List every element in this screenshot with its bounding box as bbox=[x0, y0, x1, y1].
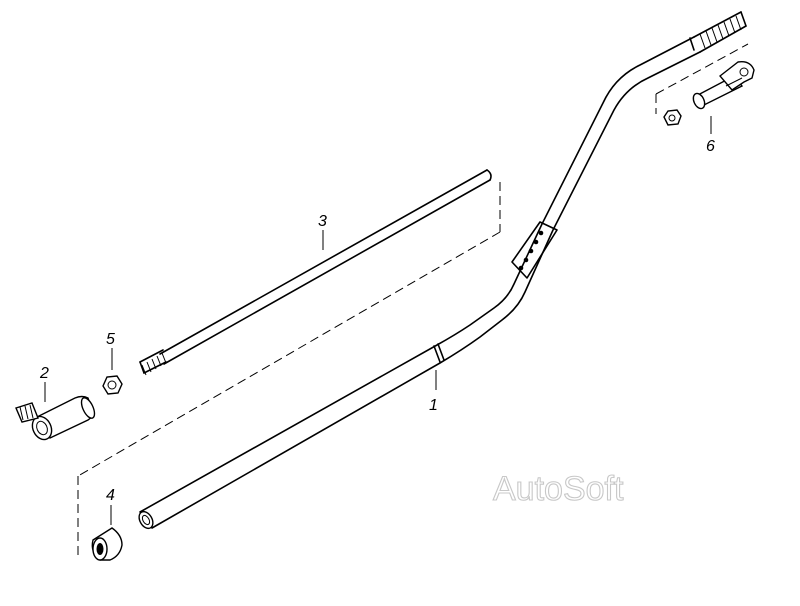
assembly-outline-left bbox=[77, 182, 501, 560]
label-part-4: 4 bbox=[106, 487, 115, 504]
part-2-ball-joint bbox=[15, 382, 96, 441]
part-4-bushing bbox=[91, 505, 123, 561]
assembly-outline-right bbox=[655, 43, 749, 114]
label-part-5: 5 bbox=[106, 331, 115, 348]
part-1-bent-rod bbox=[138, 11, 747, 530]
part-6-clevis-fork bbox=[663, 60, 755, 134]
label-part-3: 3 bbox=[318, 213, 327, 230]
label-part-6: 6 bbox=[706, 138, 715, 155]
label-part-2: 2 bbox=[39, 365, 49, 382]
part-5-nut bbox=[102, 348, 123, 395]
label-part-1: 1 bbox=[429, 397, 438, 414]
part-3-threaded-rod bbox=[139, 169, 492, 376]
watermark-text: AutoSoft bbox=[493, 470, 624, 508]
